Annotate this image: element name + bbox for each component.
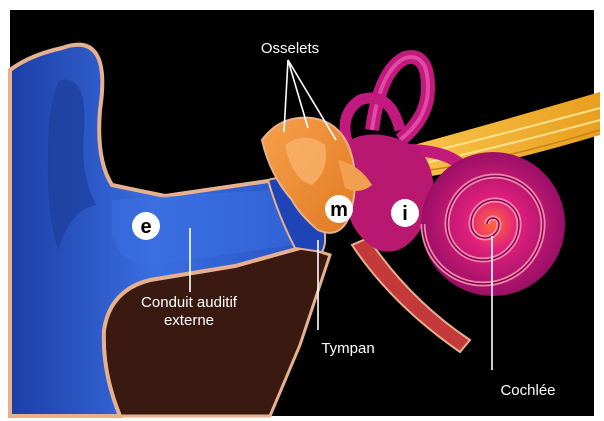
svg-text:m: m (330, 199, 348, 221)
badge-outer-ear: e (132, 212, 160, 240)
label-cochlea: Cochlée (500, 382, 555, 399)
label-ear-canal-line1: Conduit auditif (141, 294, 238, 311)
svg-text:i: i (402, 203, 408, 225)
label-eardrum: Tympan (321, 340, 374, 357)
badge-inner-ear: i (391, 199, 419, 227)
svg-text:e: e (140, 216, 151, 238)
label-ossicles: Osselets (261, 40, 319, 57)
label-ear-canal-line2: externe (164, 312, 214, 329)
cochlea (421, 152, 565, 296)
badge-middle-ear: m (325, 195, 353, 223)
